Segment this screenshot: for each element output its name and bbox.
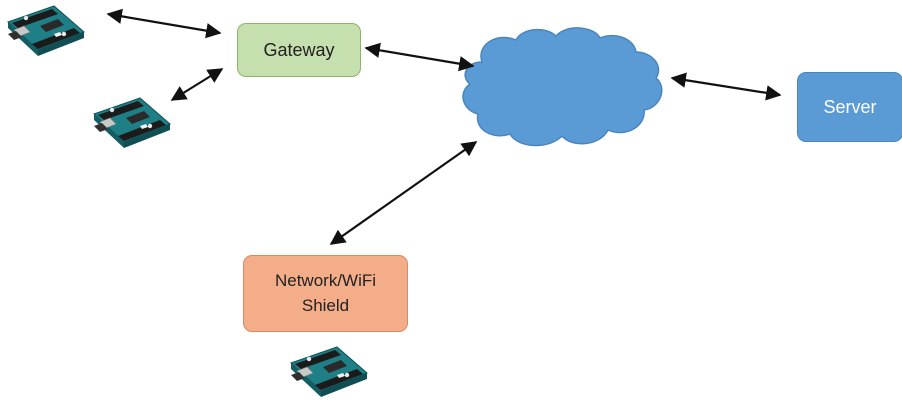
arrow-board2-gateway	[170, 68, 224, 101]
arrow-cloud-server	[670, 72, 782, 101]
arduino-board-icon	[93, 97, 171, 149]
arrow-board1-gateway	[106, 8, 222, 39]
arduino-board-icon	[290, 346, 368, 398]
arrow-gateway-cloud	[364, 42, 475, 72]
shield-label-line-2: Shield	[301, 295, 350, 315]
gateway-node: Gateway	[237, 23, 361, 77]
connection-arrows	[106, 8, 782, 245]
arrow-shield-cloud	[329, 141, 478, 245]
arduino-board-icon	[7, 5, 85, 57]
network-wifi-shield-node: Network/WiFi Shield	[243, 255, 408, 332]
shield-label-line-1: Network/WiFi	[274, 270, 377, 290]
internet-cloud-shape	[462, 27, 663, 147]
gateway-label: Gateway	[263, 39, 335, 60]
server-node: Server	[797, 72, 902, 142]
server-label: Server	[823, 96, 877, 117]
